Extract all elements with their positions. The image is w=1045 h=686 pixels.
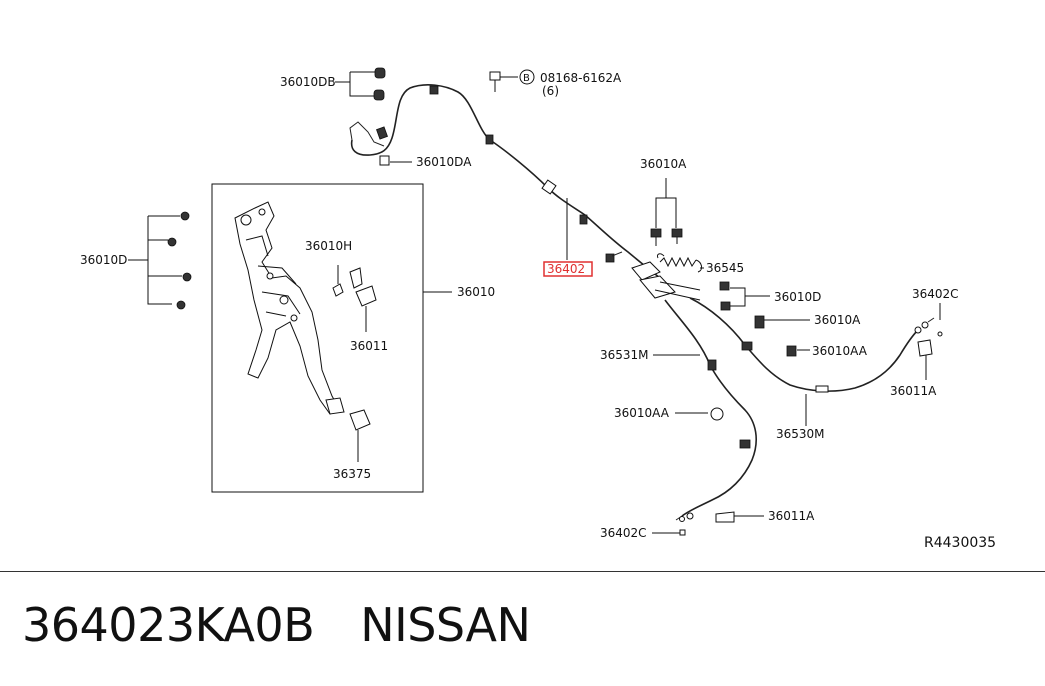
label-36010a-top: 36010A xyxy=(640,157,687,171)
highlight-36402: 36402 xyxy=(543,261,593,277)
part-number: 364023KA0B xyxy=(22,598,315,652)
label-reference: R4430035 xyxy=(924,535,996,551)
label-36531m: 36531M xyxy=(600,348,649,362)
label-36375: 36375 xyxy=(333,467,371,481)
front-cable xyxy=(349,83,661,279)
clips-36010d-left xyxy=(128,211,192,310)
label-36402c-right: 36402C xyxy=(912,287,959,301)
rear-cable-right xyxy=(689,297,935,393)
pad-36375 xyxy=(349,409,371,462)
footer-divider xyxy=(0,571,1045,572)
label-36010db: 36010DB xyxy=(280,75,336,89)
label-36530m: 36530M xyxy=(776,427,825,441)
bolt-08168 xyxy=(489,69,535,92)
label-36010h: 36010H xyxy=(305,239,352,253)
label-36011: 36011 xyxy=(350,339,388,353)
label-36402c-bottom: 36402C xyxy=(600,526,647,540)
parking-brake-diagram: 36010DB B 08168-6162A (6) 36010DA 36010A… xyxy=(80,67,996,551)
label-36010da: 36010DA xyxy=(416,155,472,169)
clip-36010da xyxy=(379,155,412,166)
label-36010a-right: 36010A xyxy=(814,313,861,327)
label-36011a-right: 36011A xyxy=(890,384,937,398)
label-08168-6162a: 08168-6162A xyxy=(540,71,622,85)
label-36010d-left: 36010D xyxy=(80,253,127,267)
label-b-circle: B xyxy=(523,73,530,84)
label-36010aa-right: 36010AA xyxy=(812,344,868,358)
bolts-36010a-top xyxy=(650,178,683,246)
pedal-assembly xyxy=(234,201,345,415)
label-36010aa-left: 36010AA xyxy=(614,406,670,420)
clips-36010db xyxy=(335,67,386,101)
pedal-assembly-box xyxy=(211,183,424,493)
pin-36010h xyxy=(332,265,344,297)
equalizer-assembly xyxy=(631,253,703,301)
footer: 364023KA0B NISSAN xyxy=(22,598,531,652)
label-bolt-qty: (6) xyxy=(542,84,559,98)
brand-name: NISSAN xyxy=(360,598,531,652)
label-36011a-bottom: 36011A xyxy=(768,509,815,523)
label-36010d-right: 36010D xyxy=(774,290,821,304)
switch-36011 xyxy=(349,267,377,332)
label-36010: 36010 xyxy=(457,285,495,299)
leader-lines xyxy=(423,198,943,536)
label-36545: 36545 xyxy=(706,261,744,275)
rear-cable-left xyxy=(664,299,757,522)
label-36402: 36402 xyxy=(547,262,585,276)
